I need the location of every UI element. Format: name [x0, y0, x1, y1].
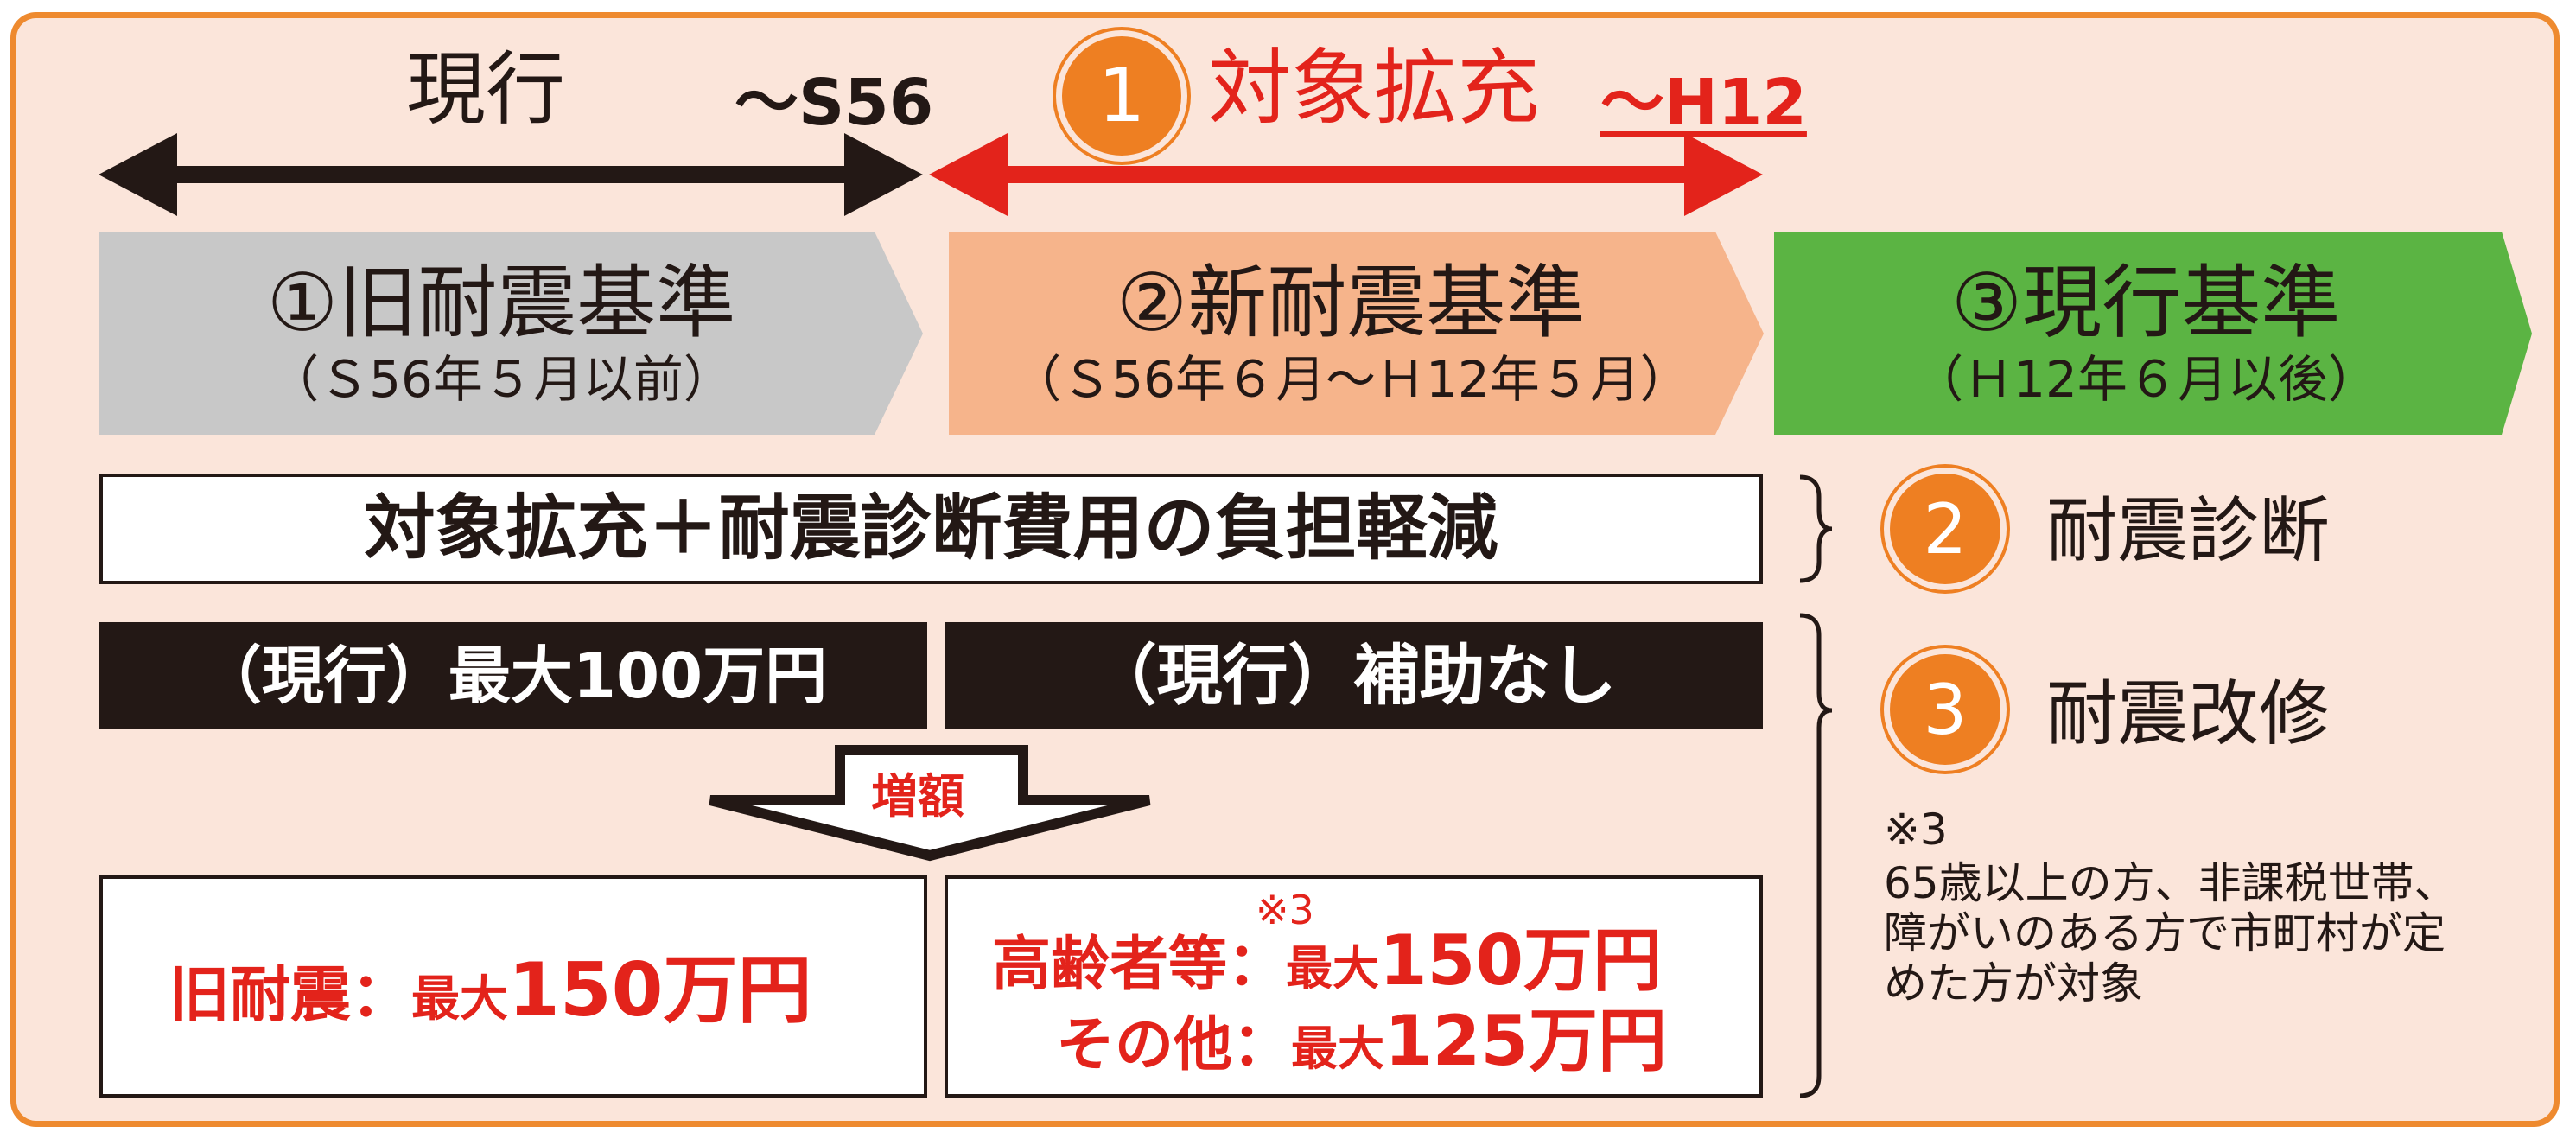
current-old-subsidy: （現行）最大100万円 [99, 622, 927, 729]
current-limit-label: 〜S56 [735, 66, 934, 140]
retrofit-number: 3 [1923, 669, 1968, 750]
diagnosis-banner-text: 対象拡充＋耐震診断費用の負担軽減 [364, 487, 1498, 570]
expansion-number-badge: 1 [1062, 36, 1181, 156]
elderly-label: 高齢者等： [992, 931, 1287, 999]
old-quake-row: 旧耐震：最大150万円 [169, 953, 812, 1028]
new-standard-title: ②新耐震基準 [1116, 257, 1586, 350]
other-label: その他： [1056, 1011, 1292, 1079]
expansion-label: 対象拡充 [1208, 40, 1540, 137]
diagnosis-number-badge: 2 [1890, 474, 2000, 584]
diagnosis-bracket [1799, 474, 1833, 583]
footnote: ※3 65歳以上の方、非課税世帯、 障がいのある方で市町村が定 めた方が対象 [1884, 808, 2458, 1005]
elderly-footnote-mark: ※3 [1256, 887, 1314, 933]
current-label: 現行 [406, 43, 566, 136]
current-new-subsidy: （現行）補助なし [945, 622, 1763, 729]
current-standard: ③現行基準 （Ｈ12年６月以後） [1774, 232, 2517, 435]
elderly-row: 高齢者等：最大150万円 [992, 926, 1662, 996]
retrofit-label: 耐震改修 [2046, 673, 2331, 755]
other-row: その他：最大125万円 [1056, 1007, 1667, 1076]
retrofit-number-badge: 3 [1890, 654, 2000, 765]
expansion-period-arrow [929, 133, 1763, 216]
old-quake-prefix: 最大 [411, 971, 508, 1028]
footnote-line-3: めた方が対象 [1884, 958, 2143, 1009]
diagnosis-banner: 対象拡充＋耐震診断費用の負担軽減 [99, 474, 1763, 584]
elderly-prefix: 最大 [1286, 941, 1380, 996]
diagnosis-label: 耐震診断 [2046, 490, 2331, 572]
old-standard-title: ①旧耐震基準 [266, 257, 736, 350]
footnote-line-1: 65歳以上の方、非課税世帯、 [1884, 858, 2458, 908]
old-quake-amount: 150万円 [508, 947, 812, 1034]
old-standard: ①旧耐震基準 （Ｓ56年５月以前） [99, 232, 903, 435]
current-standard-chevron [1774, 232, 2532, 435]
old-standard-chevron [99, 232, 923, 435]
current-period-arrow [99, 133, 923, 216]
old-standard-period: （Ｓ56年５月以前） [269, 349, 734, 409]
current-standard-period: （Ｈ12年６月以後） [1913, 349, 2378, 409]
current-standard-title: ③現行基準 [1950, 257, 2341, 350]
increase-label: 増額 [871, 769, 964, 824]
expansion-number: 1 [1097, 53, 1146, 139]
retrofit-bracket [1799, 613, 1833, 1098]
elderly-amount: 150万円 [1379, 920, 1663, 1001]
footnote-mark: ※3 [1884, 805, 1948, 855]
old-quake-label: 旧耐震： [169, 959, 411, 1030]
diagnosis-number: 2 [1923, 488, 1968, 570]
current-new-subsidy-text: （現行）補助なし [1091, 637, 1617, 714]
expansion-limit-label: 〜H12 [1600, 66, 1807, 140]
new-standard-chevron [949, 232, 1764, 435]
footnote-line-2: 障がいのある方で市町村が定 [1884, 908, 2446, 958]
other-prefix: 最大 [1291, 1021, 1385, 1076]
other-amount: 125万円 [1384, 1001, 1668, 1081]
new-standard-period: （Ｓ56年６月〜Ｈ12年５月） [1011, 349, 1690, 409]
new-standard: ②新耐震基準 （Ｓ56年６月〜Ｈ12年５月） [949, 232, 1752, 435]
new-quake-subsidy [945, 875, 1763, 1098]
current-old-subsidy-text: （現行）最大100万円 [199, 639, 828, 712]
old-quake-subsidy [99, 875, 927, 1098]
